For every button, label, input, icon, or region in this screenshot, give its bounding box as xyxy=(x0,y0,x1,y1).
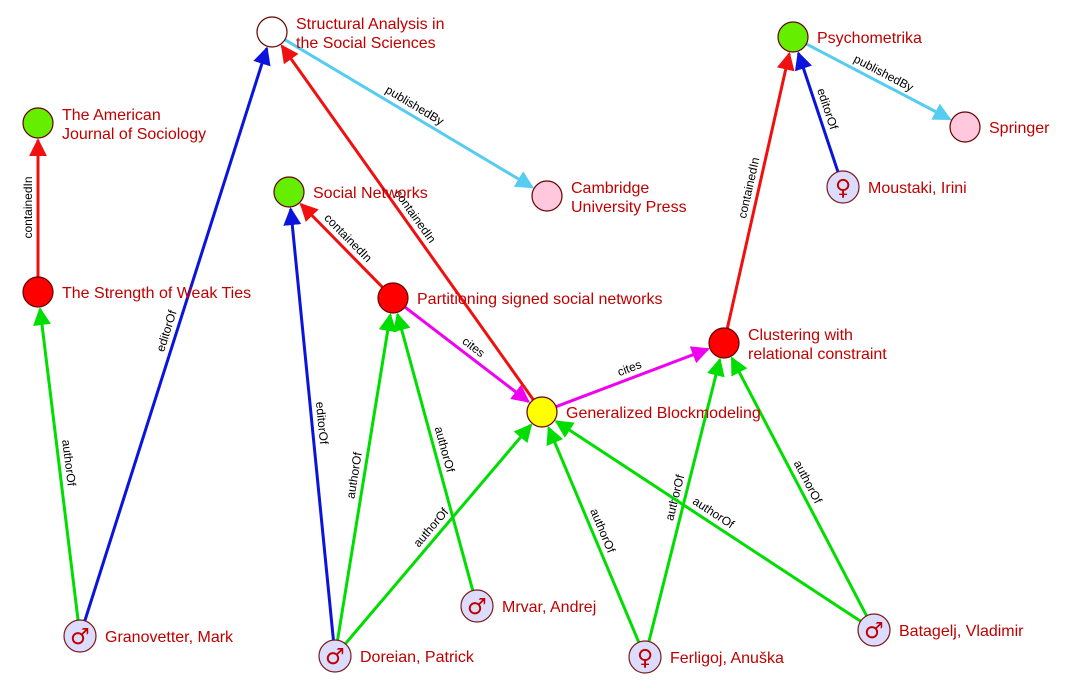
node-the-strength-of-weak-ties[interactable]: The Strength of Weak Ties xyxy=(22,276,251,308)
node-label: Batagelj, Vladimir xyxy=(899,623,1024,640)
edge-authorOf-bat-cwrc: authorOf xyxy=(730,356,868,617)
node-label: The American xyxy=(62,107,161,124)
edge-line xyxy=(805,42,952,121)
node-label: Doreian, Patrick xyxy=(360,649,475,666)
node-structural-analysis-in-the-social-sciences[interactable]: Structural Analysis in the Social Science… xyxy=(256,16,445,52)
journal-node-circle[interactable] xyxy=(777,21,809,53)
edge-label: containedIn xyxy=(21,176,35,238)
journal-node-circle[interactable] xyxy=(273,176,305,208)
node-label: Ferligoj, Anuška xyxy=(670,650,784,667)
edge-editorOf-dor-sn: editorOf xyxy=(283,207,335,641)
edge-line xyxy=(336,313,397,641)
node-mrvar-andrej[interactable]: ♂ Mrvar, Andrej xyxy=(460,589,596,623)
edge-line xyxy=(280,44,535,401)
node-ferligoj-anu-ka[interactable]: ♀ Ferligoj, Anuška xyxy=(628,640,784,674)
edge-cites-gb-cwrc: cites xyxy=(555,346,710,409)
node-label: University Press xyxy=(571,199,687,216)
book-node-circle[interactable] xyxy=(256,16,288,48)
edge-line xyxy=(554,420,862,623)
female-symbol-icon: ♀ xyxy=(637,646,653,671)
journal-node-circle[interactable] xyxy=(22,107,54,139)
edge-label: containedIn xyxy=(321,211,374,265)
publisher-node-circle[interactable] xyxy=(531,180,563,212)
node-batagelj-vladimir[interactable]: ♂ Batagelj, Vladimir xyxy=(857,613,1024,647)
node-label: Mrvar, Andrej xyxy=(502,599,596,616)
node-clustering-with-relational-constraint[interactable]: Clustering with relational constraint xyxy=(708,327,887,363)
node-label: Springer xyxy=(989,120,1050,137)
node-label: the Social Sciences xyxy=(296,35,436,52)
node-label: Journal of Sociology xyxy=(62,126,206,143)
person-node-circle[interactable] xyxy=(318,639,352,673)
publisher-node-circle[interactable] xyxy=(949,111,981,143)
node-granovetter-mark[interactable]: ♂ Granovetter, Mark xyxy=(63,619,234,653)
edge-line xyxy=(404,305,530,403)
person-node-circle[interactable] xyxy=(63,619,97,653)
edge-line xyxy=(546,426,641,643)
node-layer: Structural Analysis in the Social Science… xyxy=(22,16,1050,674)
node-springer[interactable]: Springer xyxy=(949,111,1050,143)
male-symbol-icon: ♂ xyxy=(325,645,345,670)
edge-containedIn-cwrc-psy: containedIn xyxy=(725,51,795,329)
node-partitioning-signed-social-networks[interactable]: Partitioning signed social networks xyxy=(377,282,662,314)
edge-line xyxy=(647,357,725,642)
edge-publishedBy-sas-cup: publishedBy xyxy=(284,38,534,189)
edge-containedIn-pssn-sn: containedIn xyxy=(299,202,384,289)
node-social-networks[interactable]: Social Networks xyxy=(273,176,428,208)
edge-authorOf-mrv-pssn: authorOf xyxy=(393,312,475,591)
article-node-circle[interactable] xyxy=(708,327,740,359)
edge-editorOf-mou-psy: editorOf xyxy=(794,51,841,173)
edge-line xyxy=(730,356,868,617)
edge-line xyxy=(725,51,795,329)
node-label: Generalized Blockmodeling xyxy=(566,405,761,422)
node-label: Moustaki, Irini xyxy=(868,180,967,197)
node-label: Granovetter, Mark xyxy=(105,629,234,646)
article-node-circle[interactable] xyxy=(22,276,54,308)
edge-line xyxy=(555,346,710,409)
edge-label: cites xyxy=(460,334,488,360)
node-psychometrika[interactable]: Psychometrika xyxy=(777,21,922,53)
node-label: relational constraint xyxy=(748,346,887,363)
person-node-circle[interactable] xyxy=(460,589,494,623)
node-label: Psychometrika xyxy=(817,30,922,47)
female-symbol-icon: ♀ xyxy=(835,176,851,201)
edge-line xyxy=(33,307,80,621)
male-symbol-icon: ♂ xyxy=(864,619,884,644)
edge-line xyxy=(299,202,384,289)
edge-line xyxy=(393,312,475,591)
edge-authorOf-gra-swt: authorOf xyxy=(33,307,80,621)
article-node-circle[interactable] xyxy=(377,282,409,314)
node-label: The Strength of Weak Ties xyxy=(62,285,251,302)
node-generalized-blockmodeling[interactable]: Generalized Blockmodeling xyxy=(526,396,761,428)
person-node-circle[interactable] xyxy=(857,613,891,647)
male-symbol-icon: ♂ xyxy=(70,625,90,650)
node-label: Clustering with xyxy=(748,327,853,344)
focus-node-circle[interactable] xyxy=(526,396,558,428)
node-label: Social Networks xyxy=(313,185,428,202)
node-doreian-patrick[interactable]: ♂ Doreian, Patrick xyxy=(318,639,475,673)
edge-cites-pssn-gb: cites xyxy=(404,305,530,403)
node-label: Cambridge xyxy=(571,180,649,197)
node-label: Partitioning signed social networks xyxy=(417,291,662,308)
edge-label: authorOf xyxy=(59,439,79,488)
edge-line xyxy=(344,423,533,645)
edge-label: editorOf xyxy=(313,401,331,446)
edge-line xyxy=(83,46,271,622)
edge-line xyxy=(794,51,840,173)
edge-line xyxy=(283,207,335,641)
edge-authorOf-dor-pssn: authorOf xyxy=(336,313,397,641)
person-node-circle[interactable] xyxy=(826,170,860,204)
male-symbol-icon: ♂ xyxy=(467,595,487,620)
node-label: Structural Analysis in xyxy=(296,16,445,33)
edge-containedIn-swt-ajs: containedIn xyxy=(21,138,47,277)
person-node-circle[interactable] xyxy=(628,640,662,674)
edge-line xyxy=(284,38,534,189)
node-moustaki-irini[interactable]: ♀ Moustaki, Irini xyxy=(826,170,967,204)
